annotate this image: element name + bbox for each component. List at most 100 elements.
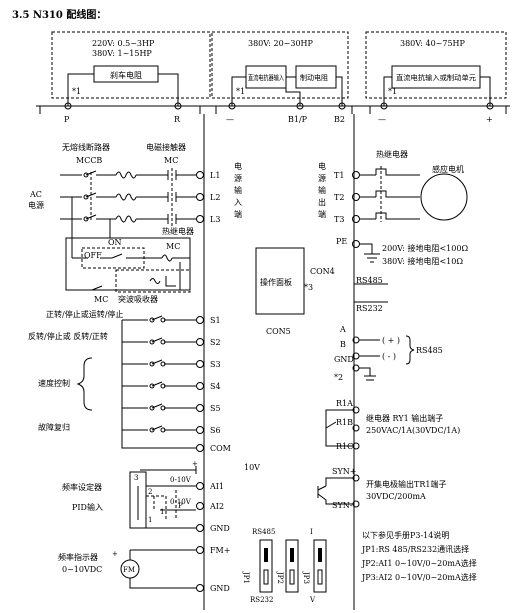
terminal-s6[interactable] bbox=[196, 426, 204, 434]
terminal-l3[interactable] bbox=[196, 215, 204, 223]
top-terminal-ticks bbox=[39, 106, 507, 114]
relay-label: 继电器 RY1 输出端子 bbox=[366, 413, 443, 423]
freq-range-label: 0~10VDC bbox=[62, 565, 102, 574]
terminal-ai2[interactable] bbox=[196, 502, 204, 510]
terminal-t2[interactable] bbox=[352, 193, 360, 201]
right-spec: 380V: 40~75HP bbox=[400, 39, 466, 48]
oc-transistor bbox=[317, 477, 353, 505]
power-output-label: 电源输出端 bbox=[318, 161, 327, 222]
mc-title: 电磁接触器 bbox=[146, 142, 186, 152]
star1-right: *1 bbox=[388, 87, 397, 96]
terminal-fm[interactable] bbox=[196, 546, 204, 554]
right-option-box bbox=[365, 31, 507, 99]
label-s2: S2 bbox=[210, 338, 221, 347]
terminal-ai1[interactable] bbox=[196, 482, 204, 490]
terminal-s4[interactable] bbox=[196, 382, 204, 390]
label-gnd-fm: GND bbox=[210, 584, 230, 593]
num-1: 1 bbox=[148, 516, 152, 524]
jumper-jp1[interactable] bbox=[259, 539, 273, 593]
terminal-gnd-analog[interactable] bbox=[196, 524, 204, 532]
label-t3: T3 bbox=[334, 215, 344, 224]
jumper-jp2[interactable] bbox=[285, 539, 299, 593]
right-option-wires bbox=[383, 76, 491, 106]
label-s1: S1 bbox=[210, 316, 221, 325]
mccb-label: MCCB bbox=[76, 156, 102, 165]
brake-resistor-wires bbox=[67, 73, 179, 106]
jp3-label: JP3 bbox=[302, 571, 310, 584]
label-com: COM bbox=[210, 444, 231, 453]
terminal-p[interactable] bbox=[64, 102, 72, 110]
speed-label: 速度控制 bbox=[38, 378, 70, 388]
on-label: ON bbox=[108, 238, 122, 247]
fault-reset-label: 故障复归 bbox=[38, 422, 70, 432]
label-ai2: AI2 bbox=[209, 502, 224, 511]
star1-left: *1 bbox=[72, 87, 81, 96]
jp-i-label: I bbox=[310, 528, 313, 536]
terminal-l2[interactable] bbox=[196, 193, 204, 201]
terminal-s2[interactable] bbox=[196, 338, 204, 346]
terminal-s5[interactable] bbox=[196, 404, 204, 412]
frequency-meter bbox=[120, 559, 140, 579]
svg-text:电源输出端: 电源输出端 bbox=[318, 161, 327, 222]
star3: *3 bbox=[304, 283, 313, 292]
label-minus-right: — bbox=[378, 115, 386, 124]
label-gnd-rs: GND bbox=[334, 355, 354, 364]
pe-ground bbox=[360, 243, 380, 263]
terminal-pe[interactable] bbox=[352, 240, 360, 248]
mc-label-top: MC bbox=[164, 156, 178, 165]
operation-panel-label: 操作面板 bbox=[260, 277, 292, 287]
jumper-jp3[interactable] bbox=[313, 539, 327, 593]
terminal-minus-mid[interactable] bbox=[228, 102, 236, 110]
terminal-r1b[interactable] bbox=[352, 424, 360, 432]
output-wiring bbox=[360, 168, 420, 220]
label-r1b: R1B bbox=[336, 418, 353, 427]
terminal-b1p[interactable] bbox=[296, 102, 304, 110]
analog-wiring bbox=[137, 485, 196, 529]
relay-rating: 250VAC/1A(30VDC/1A) bbox=[366, 426, 460, 435]
jp-rs485-label: RS485 bbox=[252, 528, 275, 536]
center-rs485: RS485 bbox=[356, 276, 383, 285]
surge-absorber-box bbox=[115, 269, 191, 293]
diagram-title: 3.5 N310 配线图： bbox=[12, 8, 106, 21]
label-plus-right: + bbox=[486, 115, 493, 124]
label-syn-plus: SYN+ bbox=[332, 467, 356, 476]
mc-aux-label: MC bbox=[94, 295, 108, 304]
control-circuit-wires bbox=[65, 197, 191, 291]
operation-panel bbox=[255, 247, 305, 315]
source-label: 电源 bbox=[28, 200, 44, 210]
power-line-l2 bbox=[60, 192, 196, 202]
mc-aux-contact bbox=[91, 285, 103, 291]
dc-reactor-label: 直流电抗器输入 bbox=[248, 73, 284, 82]
num-2: 2 bbox=[148, 488, 152, 496]
mc-coil-label: MC bbox=[166, 242, 180, 251]
terminal-t3[interactable] bbox=[352, 215, 360, 223]
terminal-minus-right[interactable] bbox=[380, 102, 388, 110]
mid-option-box bbox=[211, 31, 349, 99]
terminal-t1[interactable] bbox=[352, 171, 360, 179]
label-b2: B2 bbox=[334, 115, 345, 124]
ai2-voltage: 0-10V bbox=[170, 498, 192, 506]
freq-setter-label: 频率设定器 bbox=[62, 482, 102, 492]
brake-resistor-box bbox=[51, 31, 211, 99]
terminal-gnd-fm[interactable] bbox=[196, 584, 204, 592]
terminal-plus-right[interactable] bbox=[486, 102, 494, 110]
dc-unit-label: 直流电抗输入或制动单元 bbox=[396, 73, 476, 82]
inverter-housing bbox=[203, 114, 355, 610]
mccb-title: 无熔线断路器 bbox=[62, 142, 110, 152]
terminal-b2[interactable] bbox=[338, 102, 346, 110]
label-syn-minus: SYN- bbox=[332, 501, 353, 510]
jp1-note: JP1:RS 485/RS232通讯选择 bbox=[361, 544, 469, 554]
label-r1a: R1A bbox=[336, 399, 353, 408]
terminal-r[interactable] bbox=[174, 102, 182, 110]
terminal-l1[interactable] bbox=[196, 171, 204, 179]
terminal-s3[interactable] bbox=[196, 360, 204, 368]
fm-plus: + bbox=[112, 550, 118, 558]
relay-contact bbox=[325, 409, 353, 447]
terminal-s1[interactable] bbox=[196, 316, 204, 324]
label-s5: S5 bbox=[210, 404, 221, 413]
mid-spec: 380V: 20~30HP bbox=[248, 39, 314, 48]
induction-motor bbox=[420, 173, 468, 221]
common-bus bbox=[121, 320, 196, 449]
terminal-com[interactable] bbox=[196, 444, 204, 452]
